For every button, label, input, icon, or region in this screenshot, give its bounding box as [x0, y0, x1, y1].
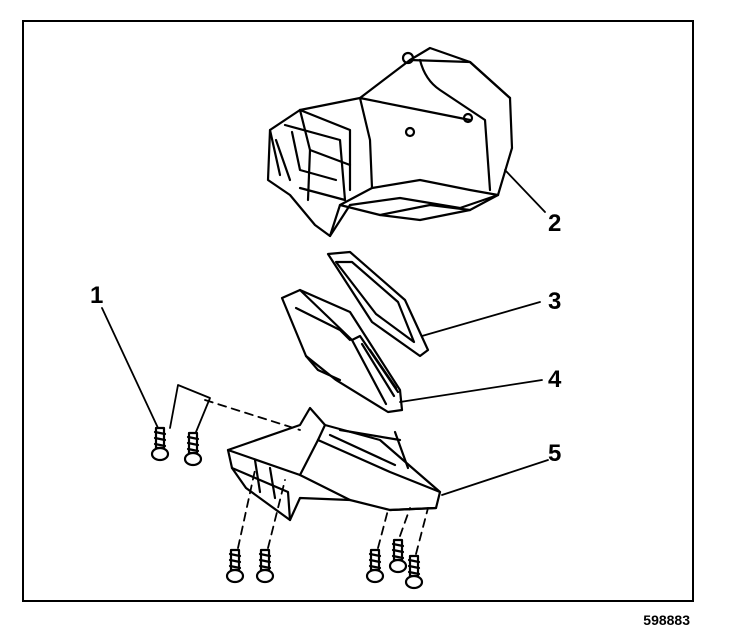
filter-element-part [280, 288, 404, 414]
callout-5: 5 [548, 440, 562, 467]
callout-4: 4 [548, 366, 562, 393]
figure-number: 598883 [643, 612, 690, 628]
callout-1: 1 [90, 282, 104, 309]
screw-icon [365, 548, 385, 584]
screw-icon [150, 426, 170, 462]
alignment-lines [204, 399, 429, 555]
filter-gasket-part [326, 250, 430, 358]
screw-icon [183, 431, 203, 467]
callout-2: 2 [548, 210, 562, 237]
screw-icon [404, 554, 424, 590]
leader-lines [101, 169, 549, 496]
screw-icon [388, 538, 408, 574]
diagram-frame [22, 20, 694, 602]
lower-cover-part [226, 406, 442, 522]
upper-housing-part [266, 46, 514, 238]
screw-icon [225, 548, 245, 584]
callout-3: 3 [548, 288, 562, 315]
screw-set [150, 426, 424, 590]
screw-icon [255, 548, 275, 584]
